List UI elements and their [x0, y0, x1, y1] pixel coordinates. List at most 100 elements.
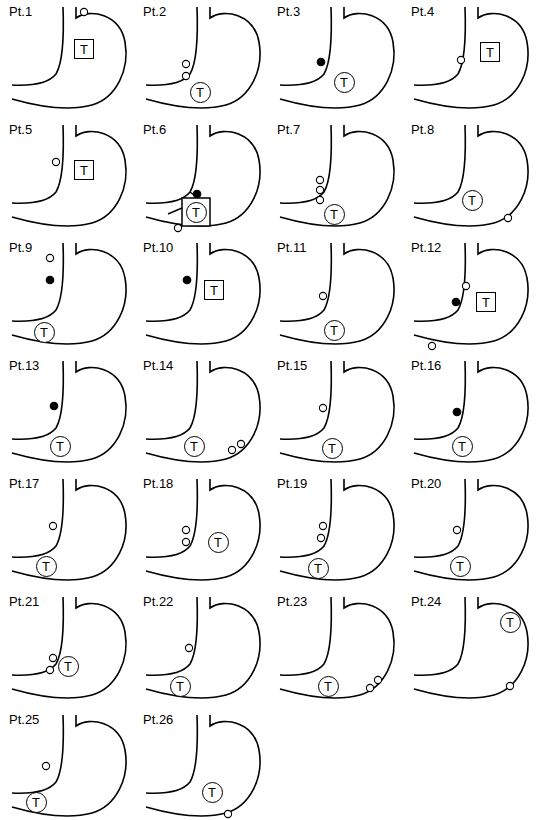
stomach-panel — [12, 243, 126, 344]
patient-label: Pt.21 — [8, 595, 40, 608]
patient-label: Pt.16 — [410, 359, 442, 372]
tumor-circle: T — [184, 436, 205, 457]
lesser-curvature — [280, 243, 331, 321]
lesser-curvature — [280, 361, 331, 439]
tumor-mark: T — [42, 560, 50, 573]
patient-label: Pt.3 — [276, 5, 301, 18]
lymph-node-negative — [182, 72, 189, 79]
stomach-panel — [146, 125, 260, 232]
greater-curvature — [146, 125, 260, 226]
lesser-curvature — [414, 7, 465, 85]
greater-curvature — [146, 361, 260, 462]
tumor-mark: T — [456, 560, 464, 573]
lymph-node-positive — [453, 408, 461, 416]
lesser-curvature — [12, 361, 63, 439]
tumor-circle: T — [452, 436, 473, 457]
lesser-curvature — [12, 715, 63, 793]
patient-label: Pt.11 — [276, 241, 307, 254]
tumor-circle: T — [324, 320, 345, 341]
lymph-node-negative — [374, 676, 381, 683]
stomach-panel — [146, 7, 260, 108]
lesser-curvature — [146, 243, 197, 321]
stomach-panel — [280, 597, 394, 698]
tumor-circle: T — [50, 436, 71, 457]
lymph-node-negative — [80, 8, 87, 15]
stomach-panel — [12, 361, 126, 462]
stomach-panel — [12, 715, 126, 816]
lymph-node-negative — [453, 526, 460, 533]
tumor-circle: T — [34, 322, 55, 343]
stomach-panel — [280, 479, 394, 580]
stomach-panel — [12, 7, 126, 108]
stomach-panel — [146, 361, 260, 462]
lymph-node-positive — [46, 276, 54, 284]
lymph-node-negative — [49, 654, 56, 661]
patient-label: Pt.14 — [142, 359, 174, 372]
tumor-circle: T — [58, 656, 79, 677]
lymph-node-negative — [504, 214, 511, 221]
stomach-panel — [280, 7, 394, 108]
greater-curvature — [146, 479, 260, 580]
stomach-panel — [414, 361, 528, 462]
tumor-circle: T — [202, 782, 223, 803]
lymph-node-negative — [319, 292, 326, 299]
greater-curvature — [280, 479, 394, 580]
lesser-curvature — [146, 479, 197, 557]
greater-curvature — [280, 7, 394, 108]
lymph-node-positive — [317, 58, 325, 66]
patient-label: Pt.7 — [276, 123, 301, 136]
lesser-curvature — [12, 597, 63, 675]
lymph-node-positive — [50, 402, 58, 410]
stomach-panel — [146, 597, 260, 698]
greater-curvature — [414, 597, 528, 698]
tumor-circle: T — [308, 558, 329, 579]
greater-curvature — [280, 125, 394, 226]
lymph-node-negative — [46, 254, 53, 261]
lesser-curvature — [280, 479, 331, 557]
tumor-mark: T — [486, 46, 494, 59]
tumor-mark: T — [214, 536, 222, 549]
stomach-panel — [414, 597, 528, 698]
lymph-node-negative — [224, 810, 231, 817]
lesser-curvature — [414, 597, 465, 675]
tumor-mark: T — [80, 43, 88, 56]
lymph-node-negative — [457, 56, 464, 63]
tumor-mark: T — [196, 86, 204, 99]
stomach-panel — [414, 243, 528, 350]
patient-label: Pt.9 — [8, 241, 33, 254]
tumor-square: T — [204, 280, 224, 300]
stomach-panel — [146, 479, 260, 580]
greater-curvature — [280, 243, 394, 344]
lesser-curvature — [12, 7, 63, 85]
greater-curvature — [12, 243, 126, 344]
tumor-square: T — [476, 292, 496, 312]
tumor-mark: T — [314, 562, 322, 575]
greater-curvature — [414, 125, 528, 226]
greater-curvature — [12, 715, 126, 816]
patient-label: Pt.25 — [8, 713, 40, 726]
tumor-mark: T — [56, 440, 64, 453]
greater-curvature — [146, 7, 260, 108]
lesser-curvature — [414, 361, 465, 439]
greater-curvature — [414, 7, 528, 108]
tumor-circle: T — [208, 532, 229, 553]
lesser-curvature — [146, 7, 197, 85]
lesser-curvature — [12, 479, 63, 557]
greater-curvature — [414, 361, 528, 462]
tumor-mark: T — [40, 326, 48, 339]
lesser-curvature — [414, 479, 465, 557]
patient-label: Pt.6 — [142, 123, 167, 136]
tumor-mark: T — [32, 796, 40, 809]
patient-label: Pt.5 — [8, 123, 33, 136]
tumor-mark: T — [190, 440, 198, 453]
patient-label: Pt.19 — [276, 477, 308, 490]
greater-curvature — [146, 597, 260, 698]
patient-label: Pt.17 — [8, 477, 40, 490]
patient-label: Pt.26 — [142, 713, 174, 726]
lymph-node-negative — [428, 342, 435, 349]
lesser-curvature — [280, 597, 331, 675]
stomach-panel — [280, 243, 394, 344]
lymph-node-negative — [366, 684, 373, 691]
tumor-circle: T — [170, 676, 191, 697]
